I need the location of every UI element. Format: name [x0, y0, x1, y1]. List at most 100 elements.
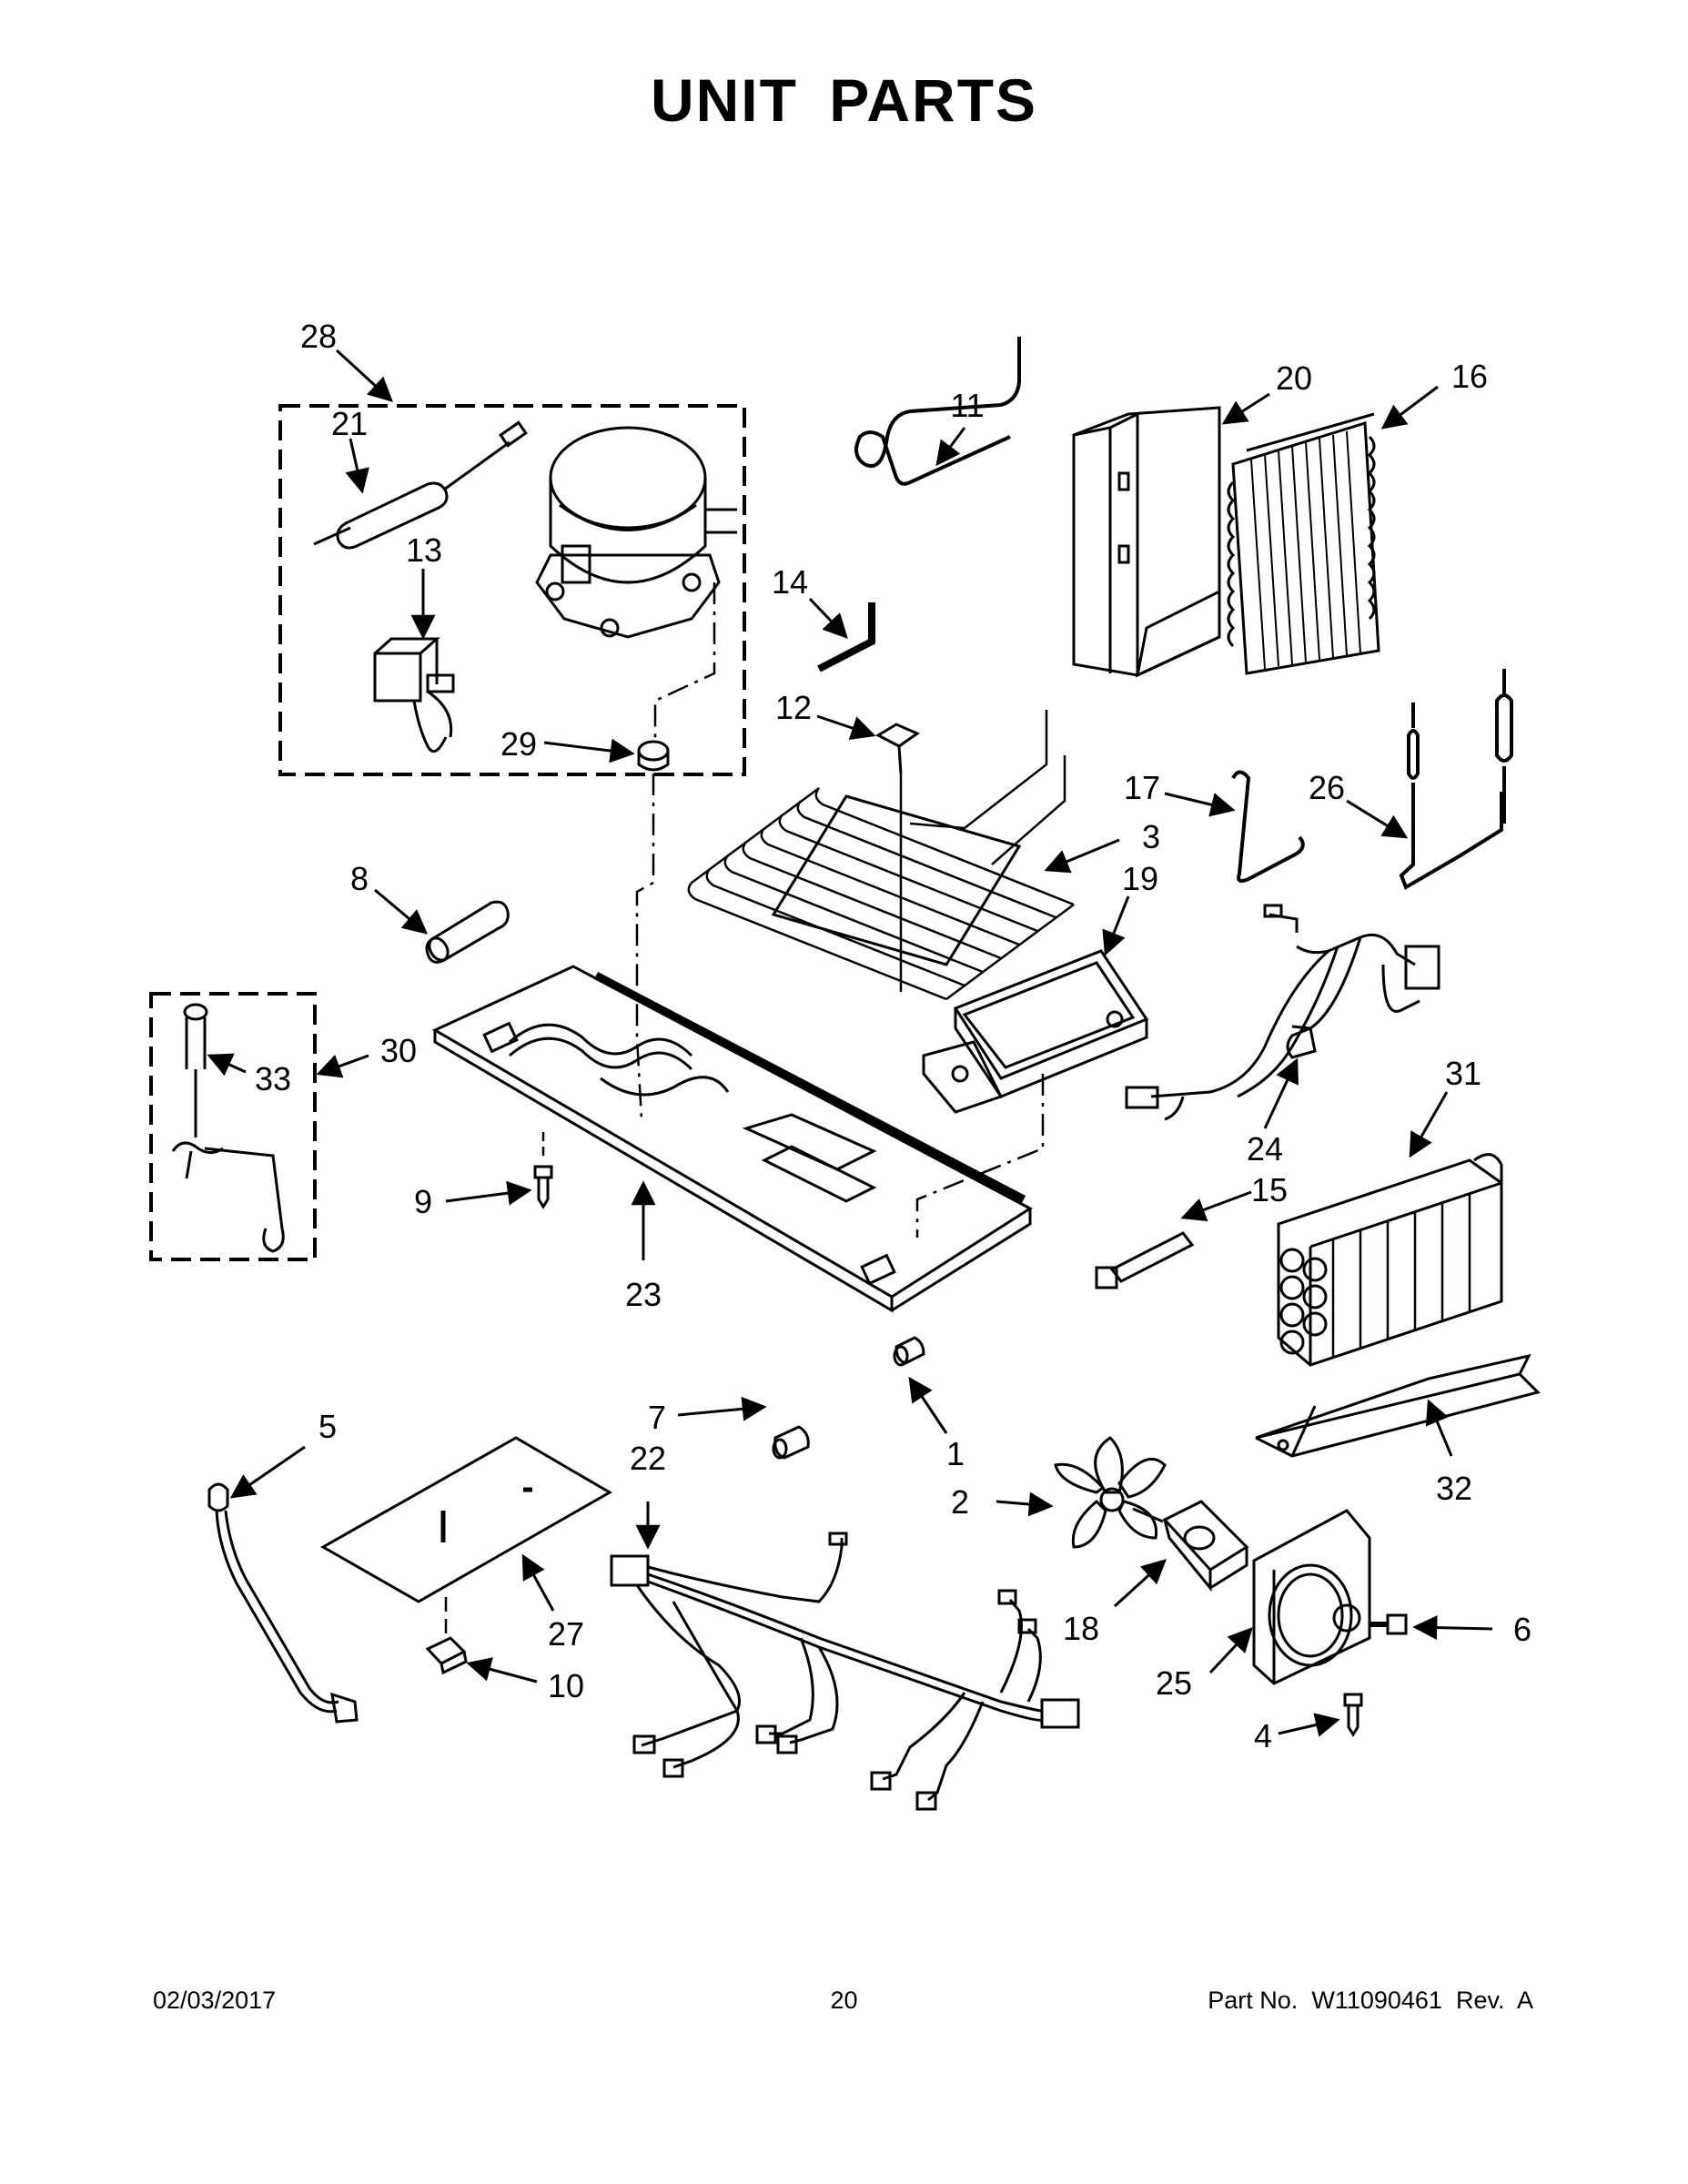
callout-24: 24	[1247, 1130, 1283, 1168]
insulation-pad-part	[319, 1436, 613, 1603]
callout-19: 19	[1122, 860, 1158, 897]
callout-15: 15	[1251, 1171, 1288, 1208]
callout-31: 31	[1445, 1055, 1481, 1092]
sensor-part	[207, 1482, 359, 1724]
leader-6	[1412, 1615, 1493, 1641]
callout-30: 30	[380, 1032, 417, 1069]
footer-date: 02/03/2017	[153, 1987, 277, 2014]
leader-24	[1263, 1057, 1299, 1129]
insulation-tube-part	[425, 900, 510, 964]
screw-part	[533, 1165, 553, 1209]
leader-16	[1380, 385, 1439, 430]
tube-connector-2-part	[772, 1425, 810, 1460]
part-number: W11090461	[1311, 1987, 1442, 2014]
defrost-kit-box	[149, 992, 317, 1261]
leader-14	[808, 597, 848, 639]
leader-20	[1221, 392, 1270, 425]
leader-2	[996, 1491, 1054, 1517]
defrost-thermostat-part	[171, 1003, 285, 1253]
callout-22: 22	[630, 1440, 666, 1477]
callout-4: 4	[1254, 1717, 1272, 1754]
callout-16: 16	[1451, 358, 1488, 395]
leader-10	[466, 1657, 538, 1684]
callout-27: 27	[548, 1615, 584, 1653]
footer-page-number: 20	[830, 1987, 858, 2014]
compressor-part	[535, 426, 737, 639]
callout-3: 3	[1142, 818, 1160, 855]
leader-11	[935, 427, 966, 467]
wire-bracket-part	[1231, 770, 1305, 883]
callout-32: 32	[1436, 1470, 1472, 1507]
callout-10: 10	[548, 1667, 584, 1704]
drain-pan-part	[922, 949, 1149, 1114]
wire-harness-part	[610, 1532, 1080, 1811]
power-harness-part	[1125, 904, 1440, 1121]
callout-21: 21	[331, 405, 368, 442]
callout-2: 2	[951, 1483, 969, 1521]
tube-connector-part	[893, 1336, 925, 1367]
leader-27	[521, 1553, 555, 1612]
leader-5	[229, 1445, 306, 1499]
leader-26	[1346, 799, 1409, 839]
page-title: UNIT PARTS	[650, 66, 1038, 134]
leader-21	[345, 438, 369, 494]
fan-bracket-part	[1252, 1509, 1371, 1685]
callout-28: 28	[300, 318, 337, 355]
leader-7	[677, 1396, 767, 1421]
alignment-line-grommet	[635, 774, 655, 1120]
drier-tubing-part	[1399, 669, 1513, 890]
callout-25: 25	[1156, 1664, 1192, 1702]
leader-19	[1102, 895, 1130, 956]
callout-18: 18	[1063, 1610, 1099, 1647]
rev-label: Rev.	[1455, 1987, 1505, 2014]
screw-3-part	[1343, 1693, 1363, 1737]
compressor-kit-box	[278, 404, 746, 776]
leader-18	[1113, 1559, 1167, 1608]
callout-33: 33	[255, 1060, 291, 1097]
fan-motor-part	[1132, 1500, 1249, 1592]
filter-drier-part	[313, 420, 528, 550]
leader-15	[1180, 1190, 1252, 1222]
grommet-part	[637, 740, 670, 772]
callout-29: 29	[500, 725, 537, 763]
leader-25	[1208, 1627, 1253, 1674]
leader-4	[1278, 1713, 1340, 1737]
condenser-shroud-part	[1072, 406, 1221, 678]
tie-strap-part	[1095, 1231, 1195, 1289]
evaporator-cover-part	[1255, 1353, 1541, 1458]
screw-2-part	[1370, 1613, 1408, 1635]
leader-28	[335, 349, 393, 402]
callout-7: 7	[648, 1399, 666, 1436]
leader-29	[543, 738, 635, 763]
callout-20: 20	[1276, 359, 1312, 397]
callout-6: 6	[1513, 1611, 1531, 1648]
leader-17	[1164, 792, 1236, 817]
footer-part-number: Part No. W11090461 Rev. A	[1208, 1987, 1533, 2015]
leader-12	[816, 714, 876, 740]
tube-part	[854, 337, 1021, 486]
rev-value: A	[1516, 1987, 1533, 2014]
evaporator-part	[687, 710, 1075, 1001]
callout-12: 12	[775, 689, 812, 726]
callout-26: 26	[1309, 769, 1345, 806]
condenser-part	[1227, 412, 1380, 675]
clip-2-part	[425, 1636, 468, 1675]
callout-13: 13	[406, 531, 442, 569]
callout-14: 14	[772, 563, 808, 601]
alignment-line-compressor	[653, 582, 716, 739]
callout-11: 11	[950, 387, 984, 424]
leader-30	[316, 1054, 369, 1078]
callout-8: 8	[350, 860, 369, 897]
leader-33	[207, 1053, 247, 1077]
clip-part	[874, 723, 921, 774]
leader-32	[1425, 1399, 1453, 1457]
base-plate-part	[431, 965, 1033, 1313]
relay-overload-part	[373, 637, 455, 753]
leader-8	[374, 888, 429, 935]
leader-1	[908, 1376, 948, 1434]
callout-9: 9	[414, 1183, 432, 1220]
callout-17: 17	[1124, 769, 1160, 806]
callout-1: 1	[946, 1435, 965, 1472]
fan-blade-part	[1054, 1436, 1167, 1549]
part-label: Part No.	[1208, 1987, 1299, 2014]
